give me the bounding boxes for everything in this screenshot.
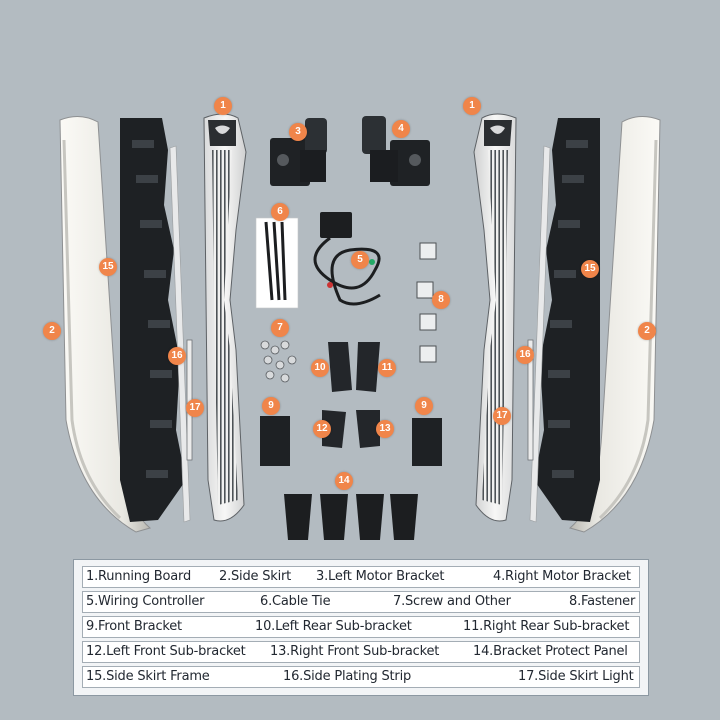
- legend-item-side-plating-strip: 16.Side Plating Strip: [283, 669, 412, 684]
- screw-and-other: [260, 340, 297, 383]
- legend-item-left-rear-sub-bracket: 10.Left Rear Sub-bracket: [255, 619, 412, 634]
- callout-4: 4: [392, 120, 410, 138]
- callout-9-right: 9: [415, 397, 433, 415]
- legend-item-running-board: 1.Running Board: [86, 569, 192, 584]
- callout-15-right: 15: [581, 260, 599, 278]
- legend-row-3: 9.Front Bracket 10.Left Rear Sub-bracket…: [82, 616, 640, 638]
- legend-item-front-bracket: 9.Front Bracket: [86, 619, 182, 634]
- callout-1-left: 1: [214, 97, 232, 115]
- right-motor-bracket: [362, 116, 430, 186]
- legend-item-bracket-protect-panel: 14.Bracket Protect Panel: [473, 644, 628, 659]
- bracket-protect-panel: [284, 494, 418, 540]
- right-side-parts: [527, 116, 661, 533]
- callout-3: 3: [289, 123, 307, 141]
- fastener: [416, 242, 437, 363]
- legend-item-left-front-sub-bracket: 12.Left Front Sub-bracket: [86, 644, 246, 659]
- left-motor-bracket: [270, 118, 327, 186]
- callout-2-right: 2: [638, 322, 656, 340]
- running-board-right: [473, 113, 517, 522]
- left-rear-sub-bracket: [328, 342, 352, 392]
- callout-12: 12: [313, 420, 331, 438]
- callout-16-left: 16: [168, 347, 186, 365]
- legend-row-5: 15.Side Skirt Frame 16.Side Plating Stri…: [82, 666, 640, 688]
- legend-item-right-rear-sub-bracket: 11.Right Rear Sub-bracket: [463, 619, 630, 634]
- legend-item-side-skirt: 2.Side Skirt: [219, 569, 292, 584]
- legend-item-fastener: 8.Fastener: [569, 594, 636, 609]
- wiring-controller: [313, 212, 381, 306]
- callout-9-left: 9: [262, 397, 280, 415]
- callout-17-left: 17: [186, 399, 204, 417]
- legend-item-side-skirt-frame: 15.Side Skirt Frame: [86, 669, 210, 684]
- side-plating-strip-left: [169, 145, 191, 523]
- right-rear-sub-bracket: [356, 342, 380, 392]
- legend-item-screw-and-other: 7.Screw and Other: [393, 594, 511, 609]
- legend-item-side-skirt-light: 17.Side Skirt Light: [518, 669, 634, 684]
- callout-1-right: 1: [463, 97, 481, 115]
- callout-6: 6: [271, 203, 289, 221]
- callout-7: 7: [271, 319, 289, 337]
- callout-8: 8: [432, 291, 450, 309]
- front-bracket-right: [412, 418, 442, 466]
- legend-row-4: 12.Left Front Sub-bracket 13.Right Front…: [82, 641, 640, 663]
- callout-5: 5: [351, 251, 369, 269]
- callout-17-right: 17: [493, 407, 511, 425]
- legend-row-2: 5.Wiring Controller 6.Cable Tie 7.Screw …: [82, 591, 640, 613]
- legend-item-wiring-controller: 5.Wiring Controller: [86, 594, 205, 609]
- callout-13: 13: [376, 420, 394, 438]
- callout-2-left: 2: [43, 322, 61, 340]
- legend-item-left-motor-bracket: 3.Left Motor Bracket: [316, 569, 445, 584]
- legend-item-right-motor-bracket: 4.Right Motor Bracket: [493, 569, 631, 584]
- cable-tie: [255, 217, 299, 309]
- legend-item-cable-tie: 6.Cable Tie: [260, 594, 331, 609]
- parts-photo: 1 1 2 2 3 4 5 6 7 8 9 9 10 11 12 13 14 1…: [43, 97, 661, 540]
- callout-14: 14: [335, 472, 353, 490]
- callout-10: 10: [311, 359, 329, 377]
- parts-legend: 1.Running Board 2.Side Skirt 3.Left Moto…: [73, 559, 649, 696]
- callout-11: 11: [378, 359, 396, 377]
- side-skirt-left-stripe: [62, 139, 122, 520]
- front-bracket-left: [260, 416, 290, 466]
- left-front-sub-bracket: [322, 410, 346, 448]
- callout-15-left: 15: [99, 258, 117, 276]
- legend-item-right-front-sub-bracket: 13.Right Front Sub-bracket: [270, 644, 440, 659]
- callout-16-right: 16: [516, 346, 534, 364]
- legend-row-1: 1.Running Board 2.Side Skirt 3.Left Moto…: [82, 566, 640, 588]
- right-front-sub-bracket: [356, 410, 380, 448]
